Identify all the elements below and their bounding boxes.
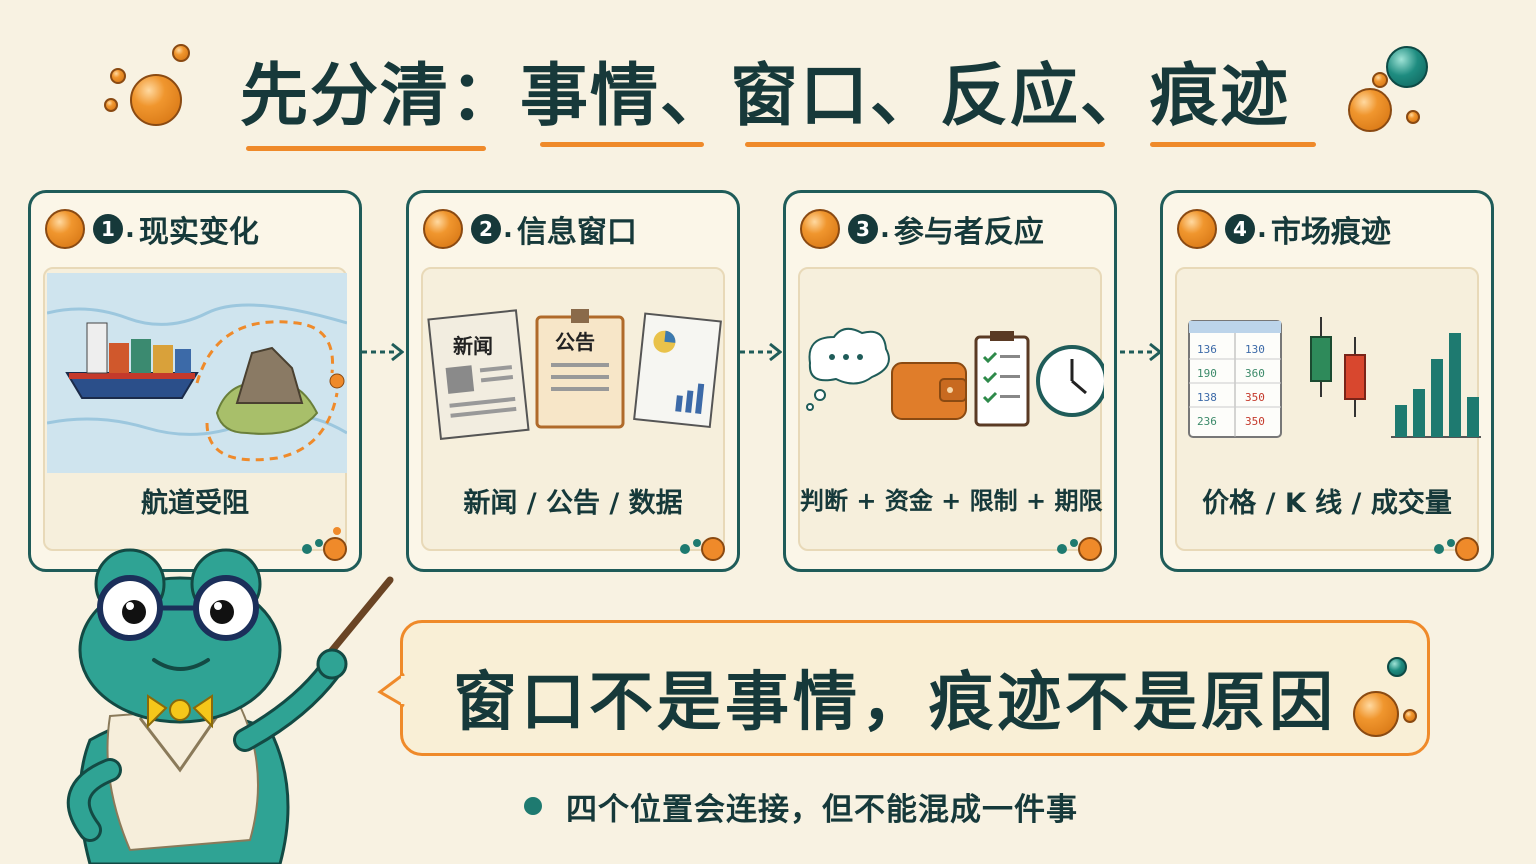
table-cell: 350 — [1245, 391, 1265, 404]
title-underline — [540, 142, 704, 147]
step-number: 4 — [1225, 214, 1255, 244]
orange-bubble-icon — [1348, 88, 1392, 132]
flow-arrow-icon — [1120, 342, 1162, 362]
flow-arrow-icon — [740, 342, 782, 362]
page-title: 先分清：事情、窗口、反应、痕迹 — [240, 57, 1291, 136]
step-title: 现实变化 — [138, 215, 259, 250]
step-card-market-trace: 4 . 市场痕迹 136 130 190 360 138 350 236 350 — [1160, 190, 1494, 572]
orange-bubble-icon — [172, 44, 190, 62]
step-card-info-window: 2 . 信息窗口 新闻 公告 新闻 / 公告 / 数据 — [406, 190, 740, 572]
step-number: 1 — [93, 214, 123, 244]
table-cell: 190 — [1197, 367, 1217, 380]
frog-teacher-mascot-icon — [66, 548, 394, 864]
orange-bubble-icon — [110, 68, 126, 84]
step-caption: 新闻 / 公告 / 数据 — [463, 488, 683, 519]
teal-bubble-icon — [1386, 46, 1428, 88]
key-message-bubble: 窗口不是事情，痕迹不是原因 — [400, 620, 1430, 756]
ship-island-illustration — [47, 273, 347, 473]
illustration-panel: 新闻 公告 新闻 / 公告 / 数据 — [421, 267, 725, 551]
key-message-text: 窗口不是事情，痕迹不是原因 — [453, 666, 1337, 740]
orange-bubble-icon — [130, 74, 182, 126]
teal-bubble-icon — [1387, 657, 1407, 677]
orange-bubble-icon — [104, 98, 118, 112]
step-title: 参与者反应 — [893, 215, 1044, 250]
title-underline — [246, 146, 486, 151]
corner-bubbles-icon — [302, 527, 347, 561]
table-cell: 136 — [1197, 343, 1217, 356]
corner-bubbles-icon — [1057, 537, 1102, 561]
orange-bubble-icon — [45, 209, 85, 249]
illustration-panel: 航道受阻 — [43, 267, 347, 551]
step-number: 2 — [471, 214, 501, 244]
table-cell: 350 — [1245, 415, 1265, 428]
table-cell: 236 — [1197, 415, 1217, 428]
footer-note: 四个位置会连接，但不能混成一件事 — [524, 786, 1078, 828]
price-candle-volume-illustration: 136 130 190 360 138 350 236 350 — [1188, 317, 1481, 438]
illustration-panel: 判断 + 资金 + 限制 + 期限 — [798, 267, 1104, 551]
news-label: 新闻 — [453, 334, 493, 358]
step-title: 市场痕迹 — [1270, 215, 1391, 250]
orange-bubble-icon — [800, 209, 840, 249]
table-cell: 360 — [1245, 367, 1265, 380]
orange-bubble-icon — [1406, 110, 1420, 124]
corner-bubbles-icon — [1434, 537, 1479, 561]
step-number: 3 — [848, 214, 878, 244]
illustration-panel: 136 130 190 360 138 350 236 350 价格 / K 线… — [1175, 267, 1481, 551]
notice-label: 公告 — [555, 330, 595, 354]
step-title: 信息窗口 — [516, 215, 637, 250]
step-caption: 判断 + 资金 + 限制 + 期限 — [800, 487, 1103, 515]
title-underline — [745, 142, 1105, 147]
step-card-reality: 1 . 现实变化 航道受阻 — [28, 190, 362, 572]
news-notice-data-illustration: 新闻 公告 — [427, 309, 722, 440]
table-cell: 130 — [1245, 343, 1265, 356]
corner-bubbles-icon — [680, 537, 725, 561]
orange-bubble-icon — [1403, 709, 1417, 723]
bubble-tail-icon — [377, 672, 406, 708]
title-underline — [1150, 142, 1316, 147]
footer-note-text: 四个位置会连接，但不能混成一件事 — [566, 791, 1078, 828]
orange-bubble-icon — [423, 209, 463, 249]
bullet-dot-icon — [524, 797, 542, 815]
step-caption: 航道受阻 — [141, 488, 249, 519]
thought-wallet-checklist-clock-illustration — [806, 327, 1104, 427]
orange-bubble-icon — [1353, 691, 1399, 737]
flow-arrow-icon — [362, 342, 404, 362]
step-card-participant-reaction: 3 . 参与者反应 判断 + 资金 + 限制 + 期限 — [783, 190, 1117, 572]
step-caption: 价格 / K 线 / 成交量 — [1202, 488, 1452, 519]
orange-bubble-icon — [1177, 209, 1217, 249]
orange-bubble-icon — [1372, 72, 1388, 88]
table-cell: 138 — [1197, 391, 1217, 404]
